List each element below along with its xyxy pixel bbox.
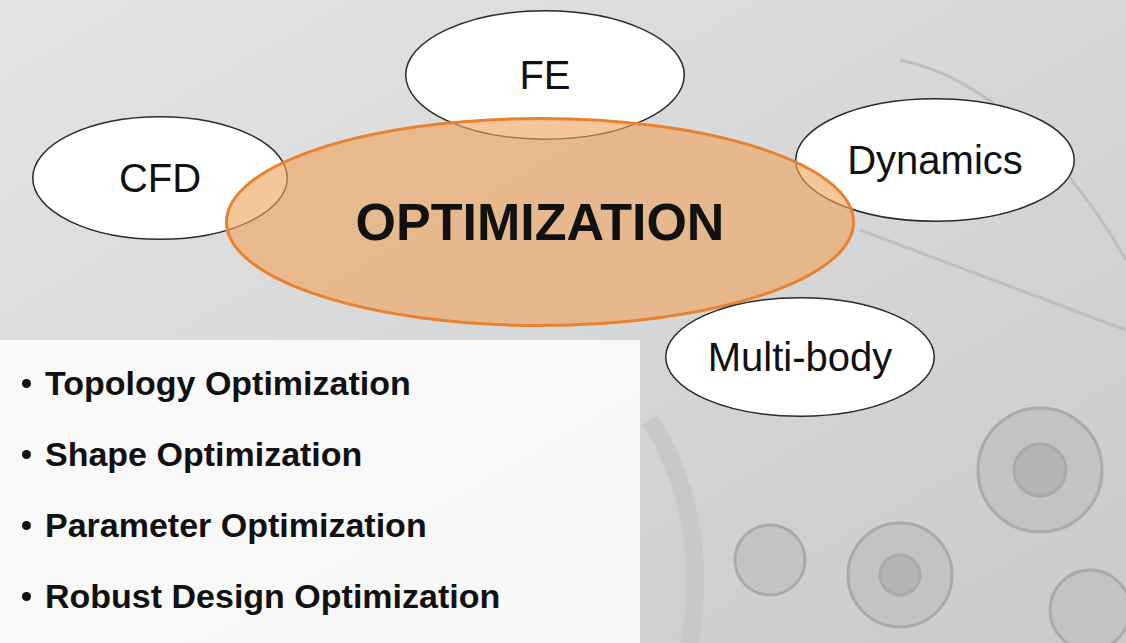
node-label: OPTIMIZATION: [356, 192, 725, 252]
list-label: Shape Optimization: [45, 435, 362, 474]
list-label: Topology Optimization: [45, 364, 411, 403]
bullet-dot: [22, 450, 31, 459]
optimization-ellipse: OPTIMIZATION: [225, 117, 855, 327]
bullet-list: Topology OptimizationShape OptimizationP…: [22, 350, 632, 640]
node-label: FE: [519, 53, 570, 98]
list-panel: [0, 340, 640, 643]
bullet-dot: [22, 521, 31, 530]
bullet-dot: [22, 379, 31, 388]
node-label: Multi-body: [708, 335, 893, 380]
node-label: CFD: [119, 156, 201, 201]
list-label: Robust Design Optimization: [45, 577, 500, 616]
bullet-item: Parameter Optimization: [22, 506, 427, 545]
bullet-dot: [22, 592, 31, 601]
bullet-item: Topology Optimization: [22, 364, 411, 403]
list-label: Parameter Optimization: [45, 506, 427, 545]
bullet-item: Robust Design Optimization: [22, 577, 500, 616]
bullet-item: Shape Optimization: [22, 435, 362, 474]
node-label: Dynamics: [847, 138, 1023, 183]
multibody-ellipse: Multi-body: [665, 297, 935, 417]
